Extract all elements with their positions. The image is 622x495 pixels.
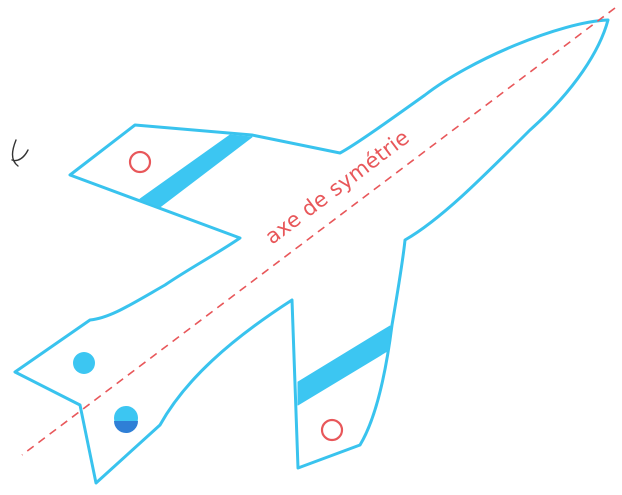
lower-fin-window [322,420,342,440]
pencil-mark [12,140,28,166]
upper-fin-window [130,152,150,172]
axis-label: axe de symétrie [261,125,414,249]
lower-fin-stripe [298,326,390,405]
rocket-outline [15,20,608,483]
porthole-upper [73,352,95,374]
upper-fin-stripe [140,135,252,207]
porthole-lower-shade [114,421,138,433]
